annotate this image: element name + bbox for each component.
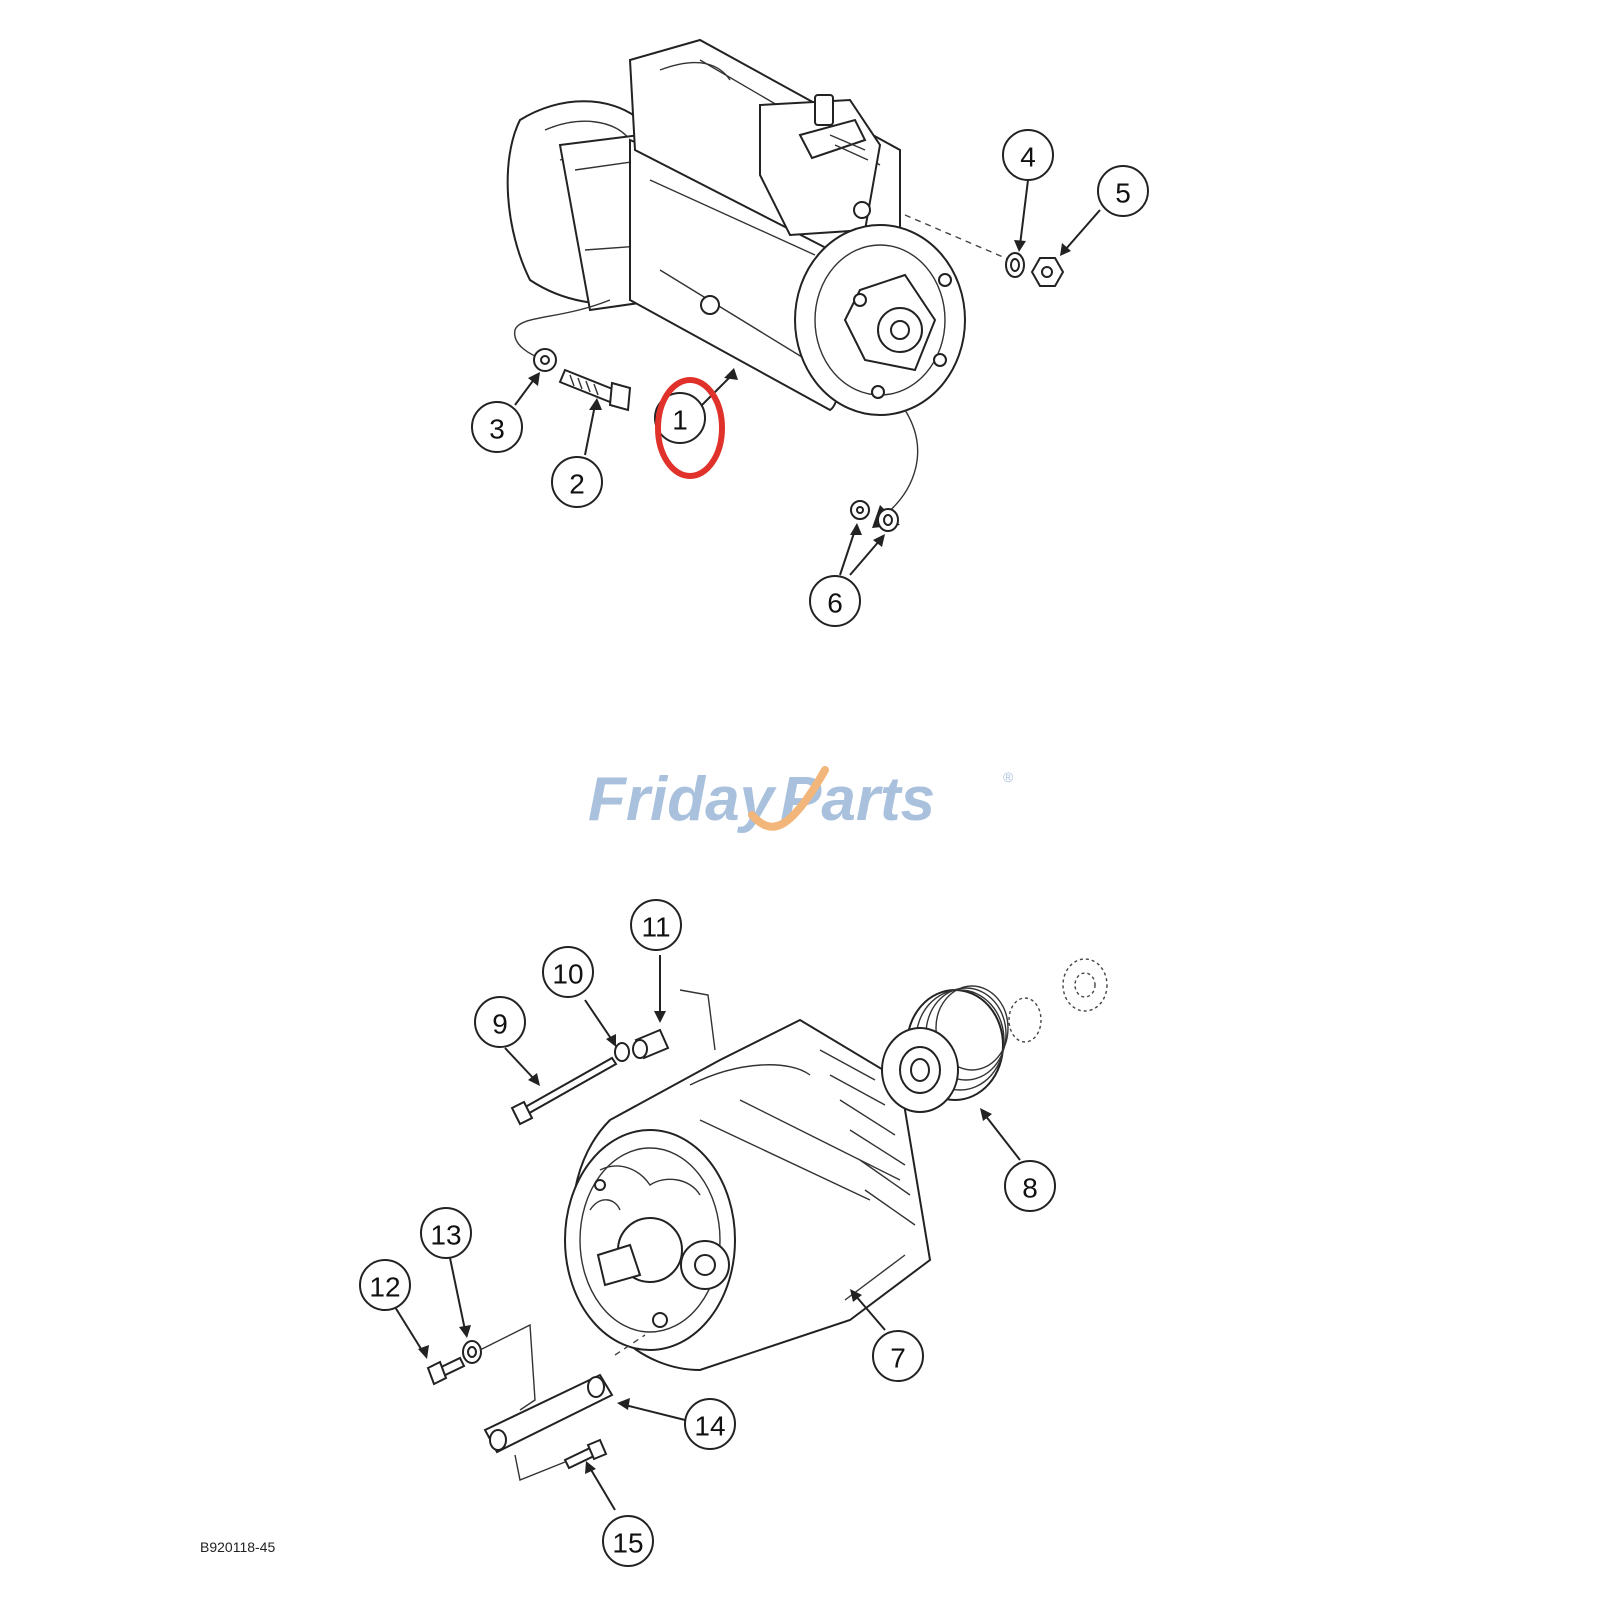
callout-label-13: 13 (430, 1220, 461, 1251)
callout-6: 6 (809, 575, 861, 627)
callout-7: 7 (872, 1330, 924, 1382)
watermark-text-a: Friday (588, 765, 778, 834)
callout-label-10: 10 (552, 959, 583, 990)
starter-fasteners (533, 252, 1065, 532)
callout-label-5: 5 (1115, 178, 1131, 209)
pulley-illustration (881, 958, 1108, 1113)
callout-3: 3 (471, 401, 523, 453)
watermark-logo: FridayParts ® (588, 765, 1014, 834)
callout-5: 5 (1097, 165, 1149, 217)
alternator-illustration (564, 989, 932, 1372)
callout-label-14: 14 (694, 1411, 725, 1442)
alternator-fasteners (426, 1028, 670, 1481)
callout-label-11: 11 (641, 912, 670, 943)
callout-12: 12 (359, 1259, 411, 1311)
callout-label-8: 8 (1022, 1173, 1038, 1204)
watermark-registered-mark: ® (1003, 769, 1014, 785)
callout-9: 9 (474, 996, 526, 1048)
callout-2: 2 (551, 456, 603, 508)
reference-code: B920118-45 (200, 1539, 275, 1555)
watermark-accent-swoosh (748, 766, 829, 831)
callout-label-1: 1 (672, 405, 688, 436)
leader-lines (394, 179, 1101, 1511)
callout-label-12: 12 (369, 1272, 400, 1303)
callout-8: 8 (1004, 1160, 1056, 1212)
callout-label-15: 15 (612, 1528, 643, 1559)
highlight-ring (655, 377, 725, 479)
callout-14: 14 (684, 1398, 736, 1450)
callout-13: 13 (420, 1207, 472, 1259)
starter-motor-illustration (506, 38, 1011, 528)
svg-text:FridayParts: FridayParts (588, 765, 935, 834)
callout-label-2: 2 (569, 469, 585, 500)
callout-label-7: 7 (890, 1343, 906, 1374)
callout-15: 15 (602, 1515, 654, 1567)
callout-label-3: 3 (489, 414, 505, 445)
callout-label-4: 4 (1020, 142, 1036, 173)
callout-4: 4 (1002, 129, 1054, 181)
callout-label-6: 6 (827, 588, 843, 619)
callout-1: 1 (654, 392, 706, 444)
callout-11: 11 (630, 899, 682, 951)
callout-label-9: 9 (492, 1009, 508, 1040)
callout-10: 10 (542, 946, 594, 998)
